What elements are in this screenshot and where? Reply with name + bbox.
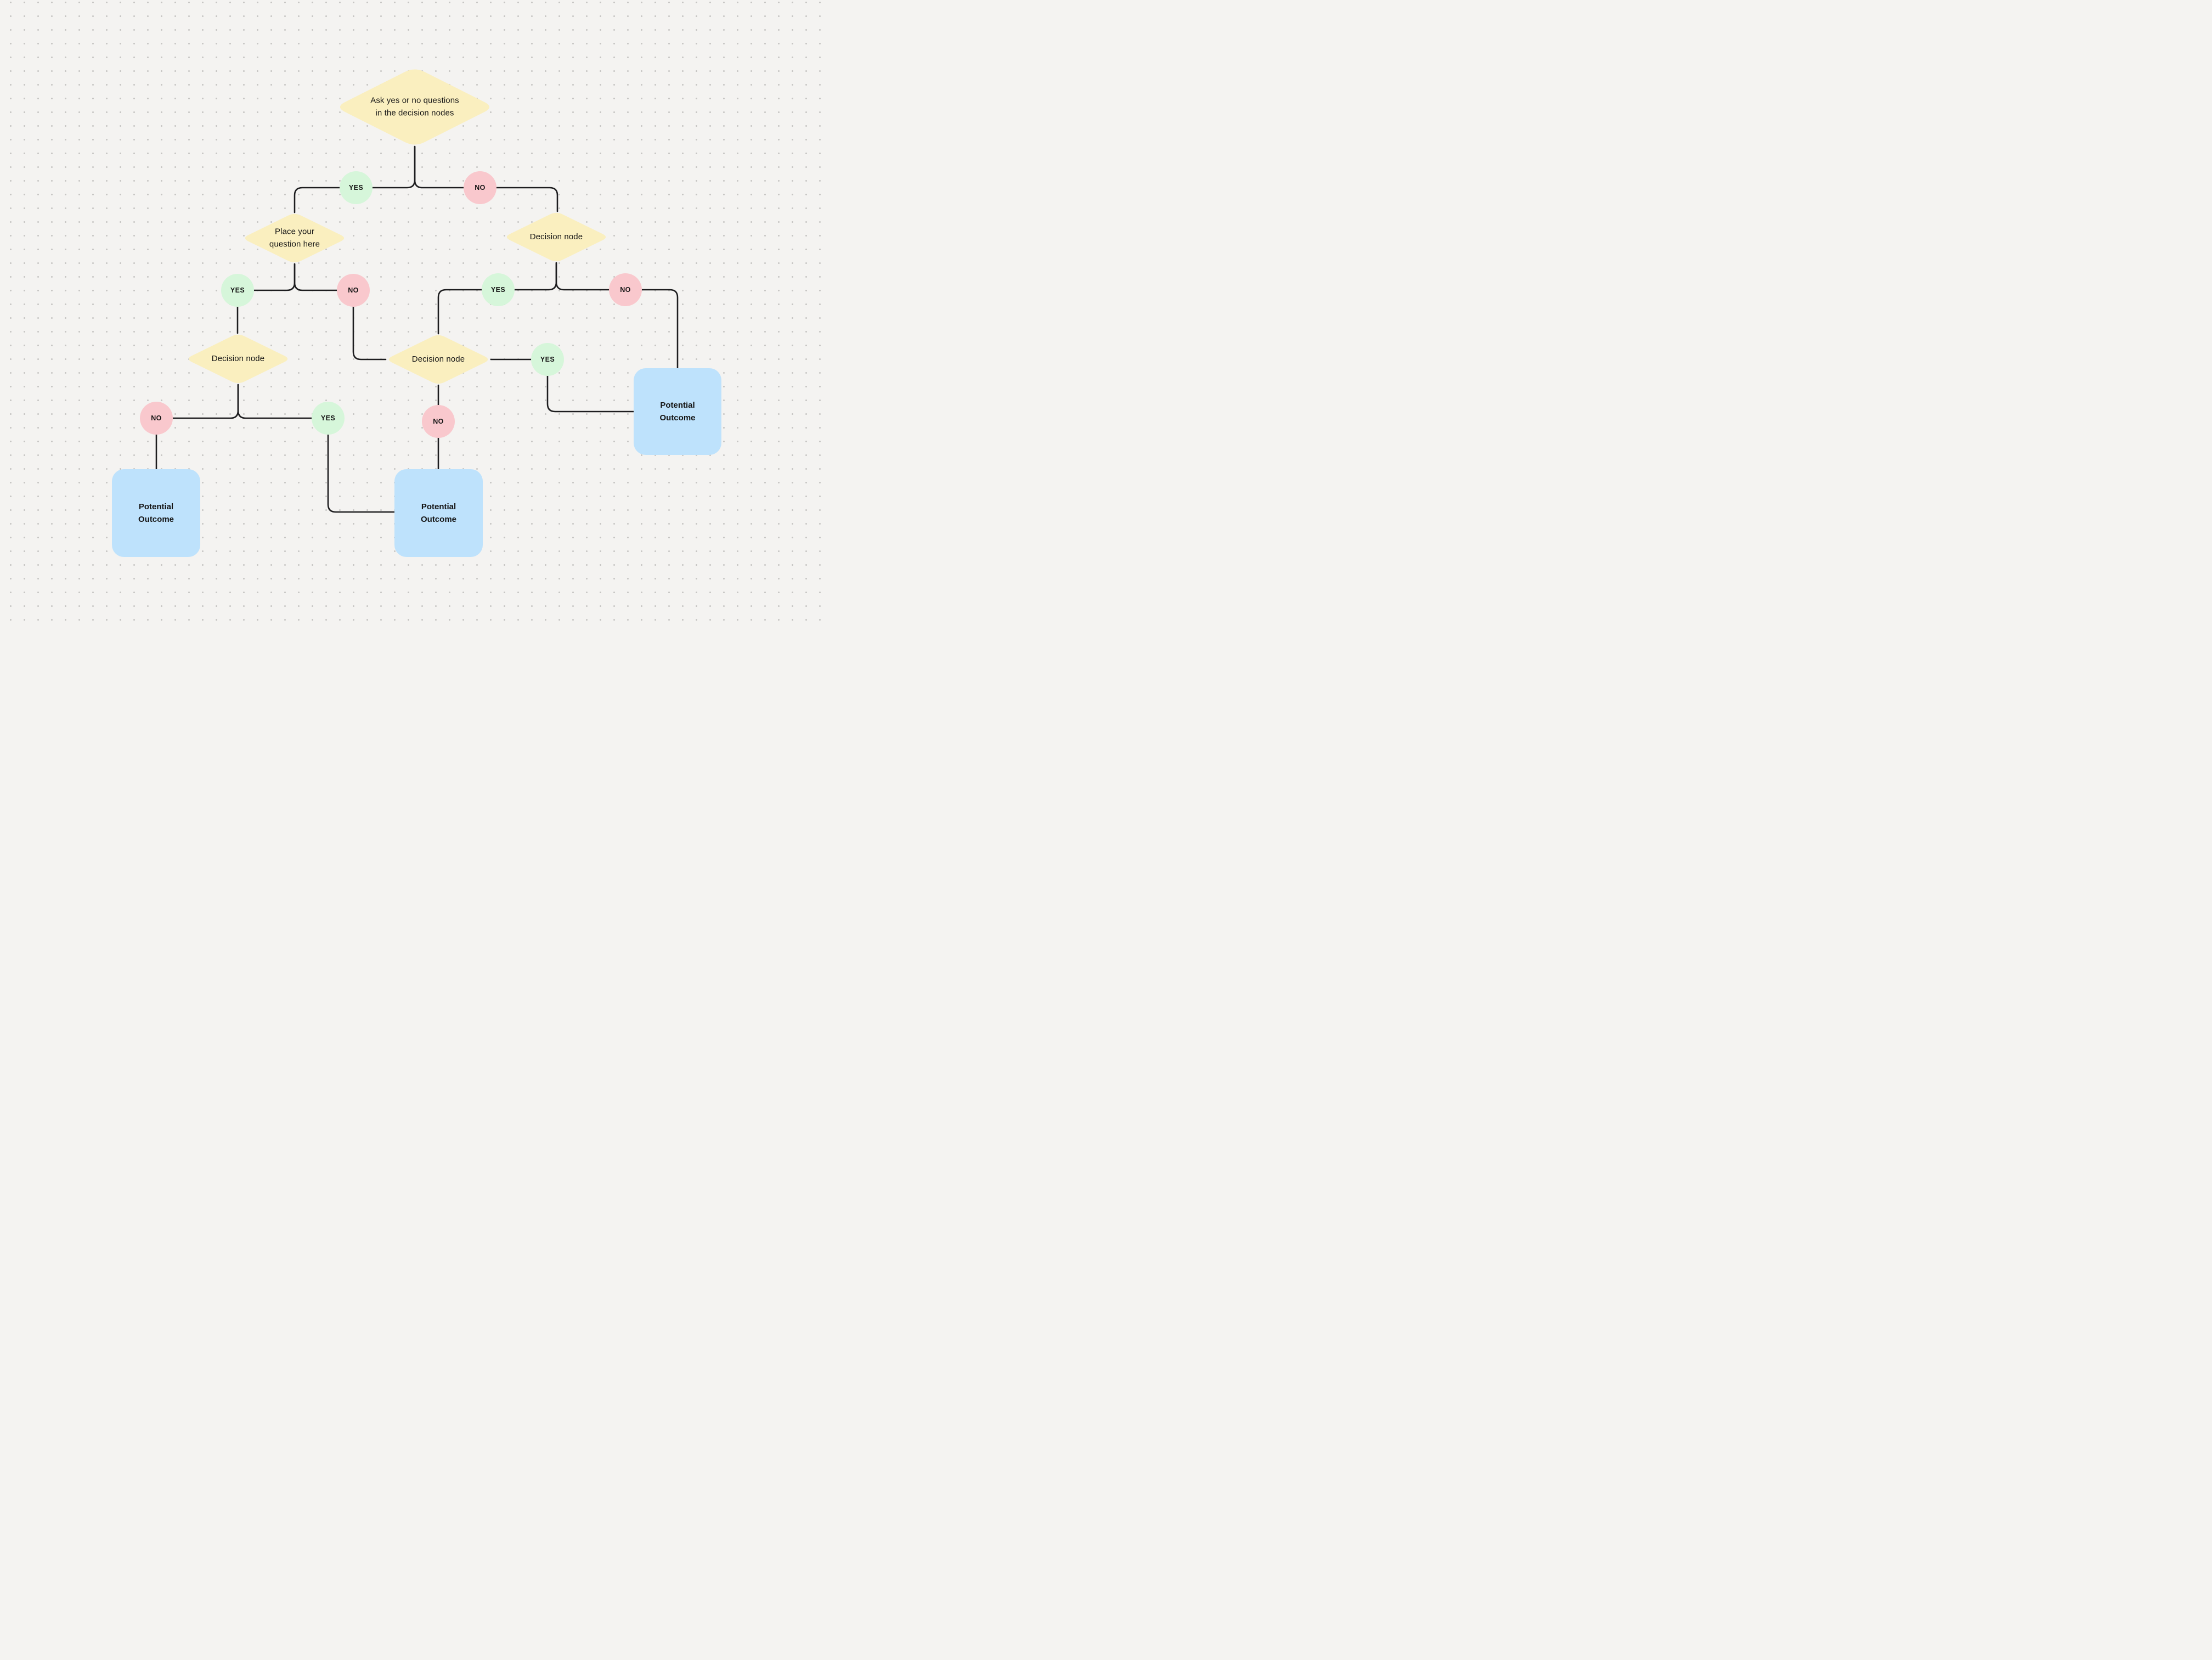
connector-layer [155,69,679,513]
potential-outcome-box-outcome-middle[interactable]: Potential Outcome [394,469,483,557]
decision-diamond-decision-right[interactable] [506,212,606,262]
no-badge-no-5[interactable]: NO [422,405,455,438]
decision-diamond-decision-left[interactable] [188,334,288,384]
diamond-label-place-question: Place your question here [269,227,320,249]
decision-diamond-decision-mid[interactable] [388,335,488,384]
diamond-label-decision-right: Decision node [529,232,583,241]
connector-yes5-to-outcome[interactable] [546,358,635,413]
connector-place-to-no2[interactable] [294,263,354,291]
no-badge-no-4[interactable]: NO [140,402,173,435]
diamond-label-decision-left: Decision node [211,353,265,363]
yes-badge-yes-3[interactable]: YES [482,273,515,306]
potential-outcome-box-outcome-left[interactable]: Potential Outcome [112,469,200,557]
connector-left-to-yes4[interactable] [237,384,329,419]
potential-outcome-box-outcome-right[interactable]: Potential Outcome [634,368,721,455]
decision-diamond-ask-question[interactable] [340,69,490,145]
yes-badge-yes-1[interactable]: YES [340,171,373,204]
diamond-label-decision-mid: Decision node [411,354,465,364]
yes-badge-yes-4[interactable]: YES [312,402,345,435]
diagram-canvas[interactable]: Ask yes or no questions in the decision … [0,0,830,622]
diamond-label-ask-question: Ask yes or no questions in the decision … [370,95,459,118]
no-badge-no-3[interactable]: NO [609,273,642,306]
no-badge-no-2[interactable]: NO [337,274,370,307]
yes-badge-yes-5[interactable]: YES [531,343,564,376]
connector-no2-to-mid-node[interactable] [352,289,387,361]
decision-diamond-place-question[interactable] [245,213,345,263]
no-badge-no-1[interactable]: NO [464,171,496,204]
yes-badge-yes-2[interactable]: YES [221,274,254,307]
connector-yes4-to-outcome[interactable] [327,417,396,513]
